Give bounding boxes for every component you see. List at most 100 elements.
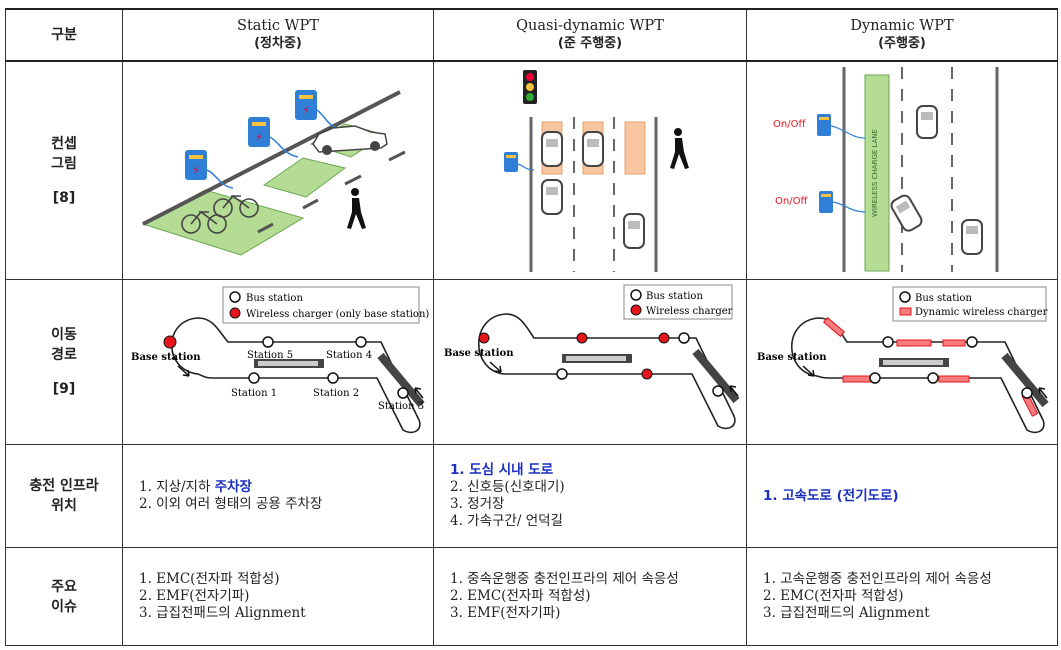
station4-label: Station 4 [326,350,372,361]
wireless-lane-label: WIRELESS CHARGE LANE [871,129,879,217]
issues-static-line1: 1. EMC(전자파 적합성) [139,571,280,587]
bus-station-marker [966,336,978,348]
car-icon [961,219,983,255]
svg-text:⚡: ⚡ [302,104,310,117]
bus-station-marker [869,372,881,384]
traffic-light-red [526,73,534,81]
legend-box [892,286,1047,322]
infra-static-highlight: 주차장 [214,479,252,495]
dynamic-charger-segment [896,339,932,347]
infra-static-line1: 1. 지상/지하 주차장 [139,479,433,496]
bus-icon [254,359,324,368]
legend-wireless-label: Dynamic wireless charger [915,307,1048,318]
charger-icon [817,114,866,139]
header-row: 구분 Static WPT (정차중) Quasi-dynamic WPT (준… [5,8,1058,62]
legend-bus-label: Bus station [246,293,303,304]
bus-station-marker [882,336,894,348]
direction-arrow [414,387,424,399]
charger-icon [504,152,535,172]
pedestrian-icon [347,188,366,229]
onoff-label: On/Off [773,119,806,130]
wireless-charger-marker [641,368,653,380]
issues-quasi-cell: 1. 중속운행중 충전인프라의 제어 속응성 2. EMC(전자파 적합성) 3… [433,547,747,646]
infra-label: 충전 인프라 위치 [5,444,123,548]
issues-dynamic-cell: 1. 고속운행중 충전인프라의 제어 속응성 2. EMC(전자파 적합성) 3… [746,547,1058,646]
road-edge-line [142,90,401,226]
header-quasi-title: Quasi-dynamic WPT [516,18,664,34]
direction-arrow [177,365,190,377]
route-label-line1: 이동 [51,327,77,343]
charger-icon [819,191,866,213]
car-icon [916,105,938,139]
legend-bus-label: Bus station [915,293,972,304]
parking-pad-2 [262,157,347,198]
concept-quasi-cell [433,60,747,280]
station5-label: Station 5 [247,350,293,361]
direction-arrow [489,361,502,373]
concept-label: 컨셉 그림 [8] [5,60,123,280]
legend-box [623,284,733,320]
svg-text:⚡: ⚡ [192,164,200,177]
infra-quasi-line3: 3. 정거장 [450,496,505,512]
issues-label-line1: 주요 [51,578,77,595]
bus-icon [1001,352,1049,408]
concept-ref: [8] [52,189,76,206]
base-station-label: Base station [131,352,201,363]
infra-static-line1-prefix: 1. 지상/지하 [139,479,215,495]
legend-wireless-marker [229,307,241,319]
charger-icon: ⚡ [248,117,299,158]
station1-label: Station 1 [231,388,277,399]
legend-dynamic-marker [899,307,912,316]
static-concept-illustration: ⚡ ⚡ ⚡ [141,90,406,256]
base-station-label: Base station [757,352,827,363]
issues-dynamic-line3: 3. 급집전패드의 Alignment [763,605,930,621]
header-quasi-sub: (준 주행중) [557,36,623,51]
svg-text:⚡: ⚡ [255,131,263,144]
header-static-title: Static WPT [237,18,319,34]
base-station-marker [163,335,177,349]
concept-static-cell: ⚡ ⚡ ⚡ [122,60,434,280]
legend-bus-marker [229,291,241,303]
charging-pad [624,121,646,175]
road-dash [257,222,274,234]
legend-bus-marker [630,289,642,301]
legend-box [222,286,420,324]
legend-bus-label: Bus station [646,291,703,302]
dynamic-charger-segment [942,339,966,347]
charger-icon: ⚡ [185,150,234,189]
infra-static-cell: 1. 지상/지하 주차장 2. 이외 여러 형태의 공용 주차장 [122,444,434,548]
concept-label-line2: 그림 [51,155,77,172]
onoff-label: On/Off [775,196,808,207]
traffic-light-yellow [526,83,534,91]
header-static: Static WPT (정차중) [122,8,434,62]
route-loop [171,317,421,434]
infra-row: 충전 인프라 위치 1. 지상/지하 주차장 2. 이외 여러 형태의 공용 주… [5,444,1058,548]
route-loop [790,317,1045,434]
concept-label-line1: 컨셉 [51,135,77,152]
bus-station-marker [678,332,690,344]
bus-station-marker [556,368,568,380]
wireless-charger-marker [478,332,490,344]
issues-dynamic-line2: 2. EMC(전자파 적합성) [763,588,904,604]
route-loop [477,313,736,430]
quasi-route-map: Bus station Wireless charger Base statio… [444,284,740,430]
road-dash [344,174,362,186]
direction-arrow [802,365,815,377]
issues-static-cell: 1. EMC(전자파 적합성) 2. EMF(전자기파) 3. 급집전패드의 A… [122,547,434,646]
car-icon [541,131,563,167]
infra-quasi-cell: 1. 도심 시내 도로 2. 신호등(신호대기) 3. 정거장 4. 가속구간/… [433,444,747,548]
route-static-cell: Bus station Wireless charger (only base … [122,279,434,445]
route-ref: [9] [52,381,76,397]
bus-station-marker [397,387,409,399]
bus-icon [692,348,740,404]
route-label-line2: 경로 [51,347,77,363]
infra-dynamic-line1: 1. 고속도로 (전기도로) [763,487,899,504]
issues-quasi-line2: 2. EMC(전자파 적합성) [450,588,591,604]
bus-station-marker [248,372,260,384]
concept-row: 컨셉 그림 [8] ⚡ [5,60,1058,280]
pedestrian-icon [670,128,689,169]
bus-icon [879,358,949,367]
infra-quasi-line4: 4. 가속구간/ 언덕길 [450,513,563,529]
car-icon [623,213,645,249]
road-dash [302,198,319,210]
